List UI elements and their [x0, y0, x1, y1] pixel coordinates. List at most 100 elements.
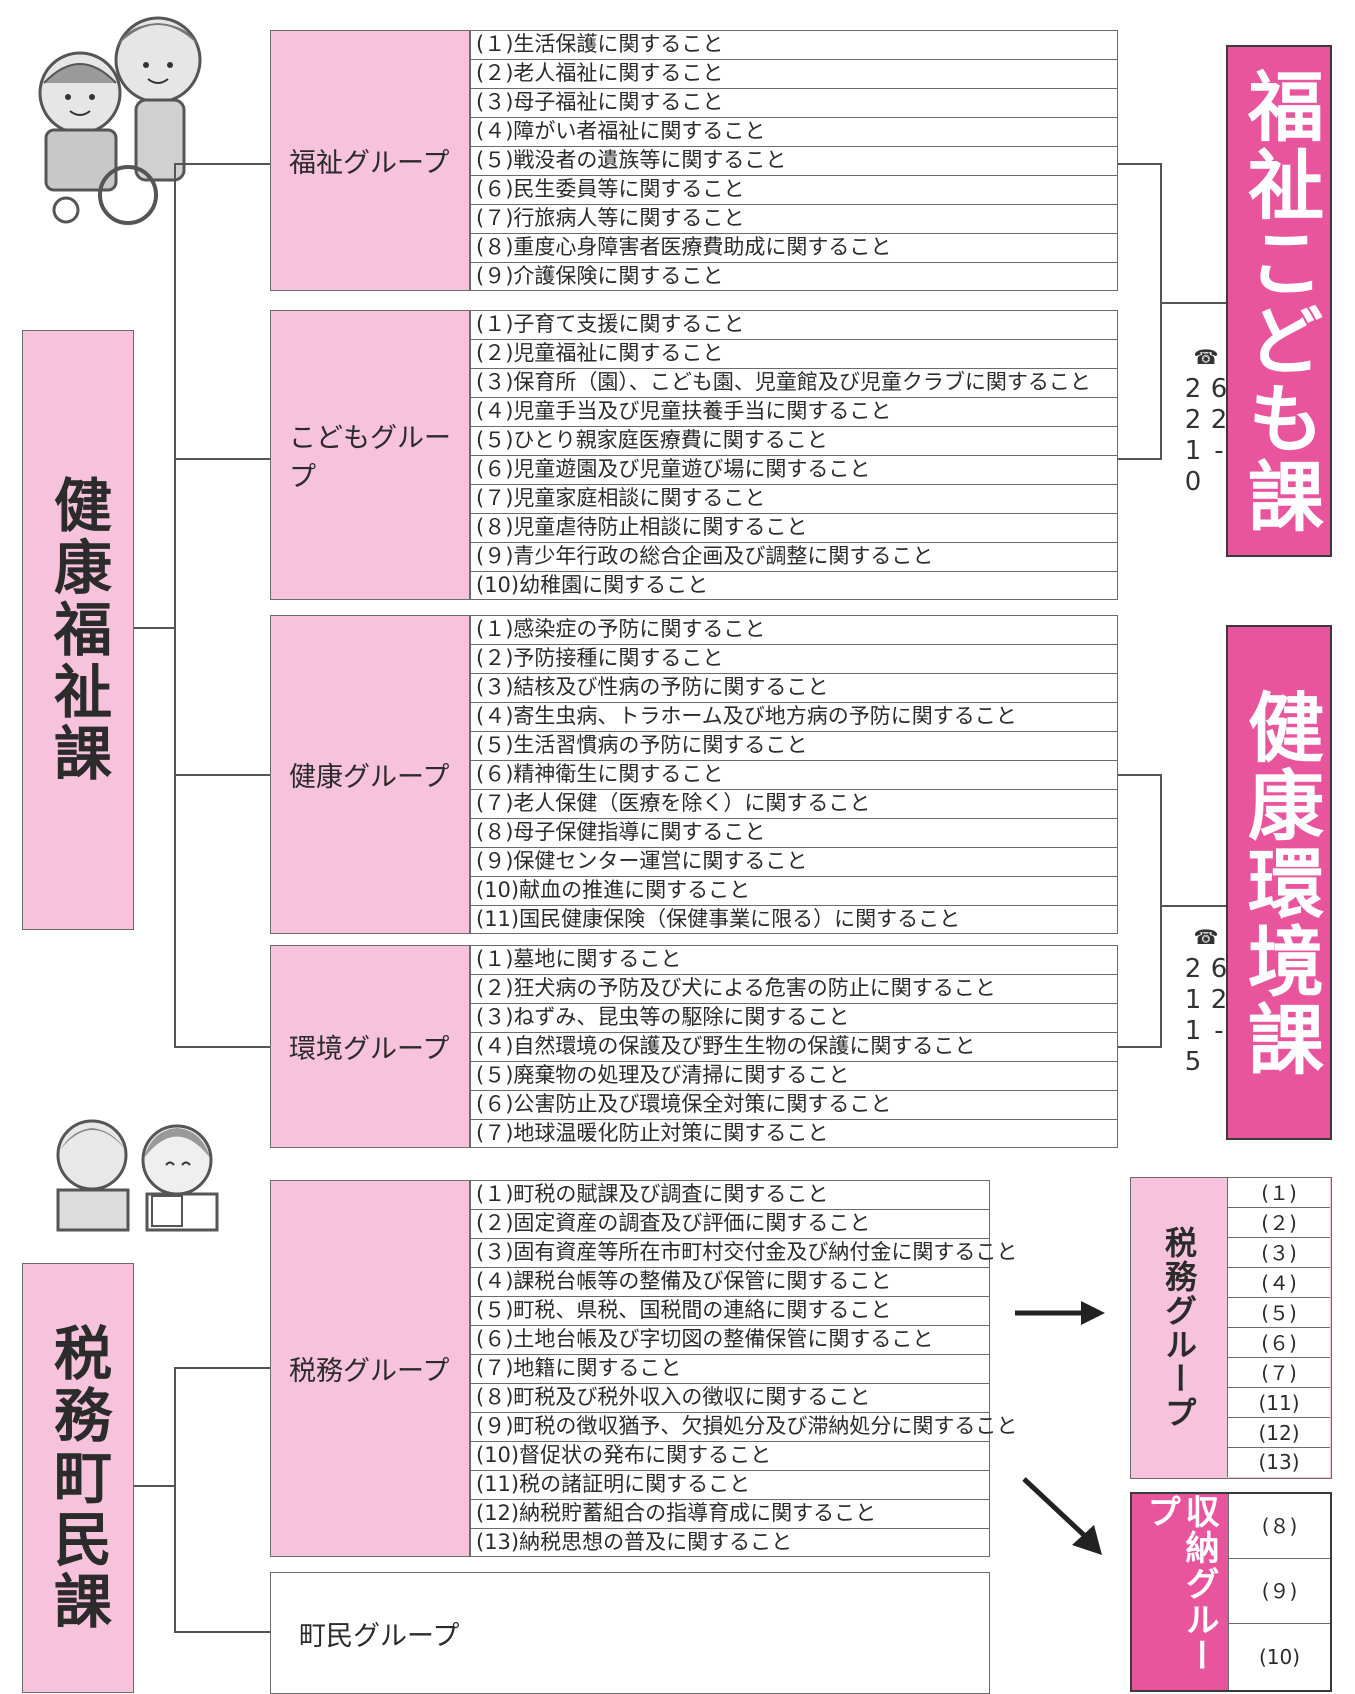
duty-row: (４)課税台帳等の整備及び保管に関すること — [471, 1268, 989, 1297]
group-kodomo-duties: (１)子育て支援に関すること (２)児童福祉に関すること (３)保育所（園）、こ… — [470, 310, 1118, 600]
connector — [174, 1631, 270, 1633]
duty-row: (８)母子保健指導に関すること — [471, 819, 1117, 848]
duty-row: (５)ひとり親家庭医療費に関すること — [471, 427, 1117, 456]
duty-row: (13)納税思想の普及に関すること — [476, 1530, 793, 1554]
duty-row: (１)感染症の予防に関すること — [471, 616, 1117, 645]
connector — [174, 163, 270, 165]
connector — [134, 1485, 174, 1487]
group-kankyo-duties: (１)墓地に関すること (２)狂犬病の予防及び犬による危害の防止に関すること (… — [470, 945, 1118, 1148]
group-fukushi-label: 福祉グループ — [289, 148, 450, 179]
phone-icon: ☎ — [1194, 345, 1218, 370]
list-item: (５) — [1228, 1298, 1330, 1328]
dept-zeimu-chomin: 税務町民課 — [22, 1263, 134, 1693]
duty-row: (３)固有資産等所在市町村交付金及び納付金に関すること — [471, 1239, 1017, 1268]
duty-row: (７)老人保健（医療を除く）に関すること — [471, 790, 1117, 819]
list-item: (１) — [1228, 1178, 1330, 1208]
group-kenko: 健康グループ — [270, 615, 470, 934]
group-kenko-label: 健康グループ — [289, 762, 450, 793]
phone-number: 62-2115 — [1178, 954, 1234, 1078]
new-shuno-card: 収納グループ (８) (９) (10) — [1130, 1492, 1332, 1692]
duty-row: (２)児童福祉に関すること — [471, 340, 1117, 369]
section-kenko-kankyo: 健康環境課 — [1226, 625, 1332, 1140]
new-zeimu-label-box: 税務グループ — [1131, 1178, 1227, 1477]
connector — [1160, 905, 1226, 907]
duty-row: (９)町税の徴収猶予、欠損処分及び滞納処分に関すること — [471, 1413, 1017, 1442]
connector — [1160, 774, 1162, 1048]
group-zeimu-duties: (１)町税の賦課及び調査に関すること (２)固定資産の調査及び評価に関すること … — [470, 1180, 1017, 1557]
duty-row: (５)町税、県税、国税間の連絡に関すること — [471, 1297, 989, 1326]
group-kankyo: 環境グループ — [270, 945, 470, 1148]
consultation-illustration — [52, 1110, 222, 1232]
duty-row: (６)民生委員等に関すること — [471, 176, 1117, 205]
duty-row: (11)国民健康保険（保健事業に限る）に関すること — [476, 907, 961, 931]
phone-number: 62-2210 — [1178, 374, 1234, 498]
list-item: (６) — [1228, 1328, 1330, 1358]
duty-row: (１)子育て支援に関すること — [471, 311, 1117, 340]
connector — [174, 1367, 270, 1369]
duty-row: (10)献血の推進に関すること — [471, 877, 1117, 906]
duty-row: (８)町税及び税外収入の徴収に関すること — [471, 1384, 989, 1413]
duty-row: (５)生活習慣病の予防に関すること — [471, 732, 1117, 761]
group-kankyo-label: 環境グループ — [289, 1034, 450, 1065]
dept-kenko-fukushi: 健康福祉課 — [22, 330, 134, 930]
duty-row: (７)児童家庭相談に関すること — [471, 485, 1117, 514]
list-item: (７) — [1228, 1358, 1330, 1388]
group-zeimu-label: 税務グループ — [289, 1356, 450, 1387]
connector — [174, 163, 176, 1047]
duty-row: (３)保育所（園）、こども園、児童館及び児童クラブに関すること — [471, 369, 1117, 398]
list-item: (３) — [1228, 1238, 1330, 1268]
duty-row: (７)地籍に関すること — [471, 1355, 989, 1384]
list-item: (10) — [1258, 1645, 1301, 1669]
duty-row: (５)戦没者の遺族等に関すること — [471, 147, 1117, 176]
list-item: (２) — [1228, 1208, 1330, 1238]
new-zeimu-items: (１) (２) (３) (４) (５) (６) (７) (11) (12) (1… — [1227, 1178, 1330, 1477]
group-chomin-label: 町民グループ — [299, 1620, 460, 1652]
new-shuno-label-box: 収納グループ — [1132, 1494, 1228, 1690]
connector — [174, 774, 270, 776]
group-kodomo-label: こどもグループ — [289, 423, 451, 493]
duty-row: (９)保健センター運営に関すること — [471, 848, 1117, 877]
phone-icon: ☎ — [1194, 925, 1218, 950]
phone-fukushi-kodomo: ☎ 62-2210 — [1178, 345, 1234, 560]
duty-row: (１)墓地に関すること — [471, 946, 1117, 975]
duty-row: (８)児童虐待防止相談に関すること — [471, 514, 1117, 543]
duty-row: (９)青少年行政の総合企画及び調整に関すること — [471, 543, 1117, 572]
new-shuno-items: (８) (９) (10) — [1228, 1494, 1330, 1690]
duty-row: (12)納税貯蓄組合の指導育成に関すること — [471, 1500, 989, 1529]
duty-row: (９)介護保険に関すること — [476, 264, 724, 288]
duty-row: (４)寄生虫病、トラホーム及び地方病の予防に関すること — [471, 703, 1117, 732]
list-item: (11) — [1228, 1388, 1330, 1418]
duty-row: (３)ねずみ、昆虫等の駆除に関すること — [471, 1004, 1117, 1033]
dept-zeimu-chomin-label: 税務町民課 — [44, 1323, 112, 1633]
connector — [1118, 458, 1160, 460]
duty-row: (３)結核及び性病の予防に関すること — [471, 674, 1117, 703]
section-fukushi-kodomo: 福祉こども課 — [1226, 45, 1332, 557]
duty-row: (１)町税の賦課及び調査に関すること — [471, 1181, 989, 1210]
phone-kenko-kankyo: ☎ 62-2115 — [1178, 925, 1234, 1140]
duty-row: (８)重度心身障害者医療費助成に関すること — [471, 234, 1117, 263]
duty-row: (２)老人福祉に関すること — [471, 60, 1117, 89]
connector — [1118, 774, 1160, 776]
duty-row: (１)生活保護に関すること — [471, 31, 1117, 60]
group-kodomo: こどもグループ — [270, 310, 470, 600]
duty-row: (２)狂犬病の予防及び犬による危害の防止に関すること — [471, 975, 1117, 1004]
connector — [174, 1367, 176, 1632]
list-item: (12) — [1228, 1418, 1330, 1448]
connector — [1118, 163, 1160, 165]
group-kenko-duties: (１)感染症の予防に関すること (２)予防接種に関すること (３)結核及び性病の… — [470, 615, 1118, 934]
connector — [174, 458, 270, 460]
arrow-down-right-icon — [1022, 1477, 1102, 1555]
caregiver-wheelchair-illustration — [38, 16, 202, 225]
connector — [1160, 163, 1162, 460]
list-item: (４) — [1228, 1268, 1330, 1298]
new-shuno-label: 収納グループ — [1141, 1494, 1219, 1674]
duty-row: (４)自然環境の保護及び野生生物の保護に関すること — [471, 1033, 1117, 1062]
duty-row: (11)税の諸証明に関すること — [471, 1471, 989, 1500]
duty-row: (10)幼稚園に関すること — [476, 573, 709, 597]
duty-row: (７)地球温暖化防止対策に関すること — [476, 1121, 829, 1145]
group-fukushi: 福祉グループ — [270, 30, 470, 291]
arrow-right-icon — [1015, 1301, 1105, 1325]
duty-row: (６)児童遊園及び児童遊び場に関すること — [471, 456, 1117, 485]
group-chomin: 町民グループ — [270, 1572, 990, 1694]
group-fukushi-duties: (１)生活保護に関すること (２)老人福祉に関すること (３)母子福祉に関するこ… — [470, 30, 1118, 291]
